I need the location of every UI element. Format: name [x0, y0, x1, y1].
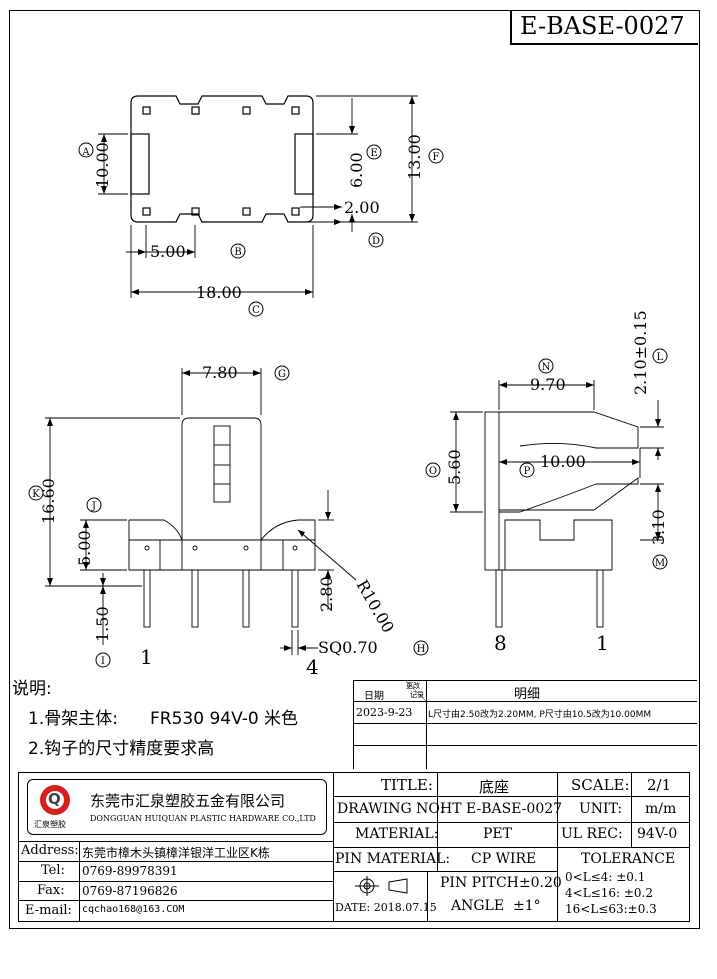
label-N: N: [542, 362, 551, 373]
company-name-cn: 东莞市汇泉塑胶五金有限公司: [90, 792, 286, 810]
pin-pitch: PIN PITCH±0.20: [440, 875, 562, 891]
dim-K: 16.60: [39, 478, 58, 524]
pin-material-label: PIN MATERIAL:: [335, 851, 451, 867]
tolerance-label: TOLERANCE: [581, 851, 676, 867]
tolerance-3: 16<L≤63:±0.3: [565, 902, 657, 916]
ul-value: 94V-0: [637, 826, 678, 842]
drawing-border: [9, 10, 700, 929]
label-J: J: [91, 501, 96, 512]
pin-number-last: 4: [306, 655, 319, 679]
dim-I: 1.50: [93, 606, 112, 642]
scale-value: 2/1: [647, 776, 672, 794]
dim-O: 5.60: [445, 449, 464, 485]
label-E: E: [370, 148, 377, 159]
dim-M: 3.10: [649, 509, 668, 545]
pin-number-first: 1: [140, 645, 153, 669]
pin-number-right: 1: [596, 631, 609, 655]
scale-label: SCALE:: [571, 776, 630, 794]
email-value: cqchao168@163.COM: [82, 904, 185, 915]
revision-row-date: 2023-9-23: [356, 706, 413, 719]
material-label: MATERIAL:: [355, 826, 439, 842]
projection-symbol: [355, 876, 408, 896]
revision-table: 日期 更改 记录 明细 2023-9-23 L尺寸由2.50改为2.20MM, …: [353, 680, 697, 769]
angle-value: ±1°: [513, 898, 541, 914]
revision-col-change-bottom: 记录: [410, 691, 424, 699]
label-P: P: [524, 466, 531, 477]
title-block: Q 汇泉塑胶 东莞市汇泉塑胶五金有限公司 DONGGUAN HUIQUAN PL…: [18, 772, 690, 922]
dim-D: 2.00: [344, 198, 380, 217]
label-C: C: [252, 305, 260, 316]
label-A: A: [81, 147, 90, 158]
fax-value: 0769-87196826: [82, 884, 178, 898]
dim-E: 6.00: [347, 152, 366, 188]
date-value: DATE: 2018.07.15: [335, 901, 437, 914]
dim-F: 13.00: [405, 134, 424, 180]
label-G: G: [278, 369, 286, 380]
dim-G: 7.80: [202, 363, 238, 382]
revision-col-detail: 明细: [514, 687, 541, 702]
dim-A: 10.00: [93, 142, 112, 188]
label-I: I: [101, 656, 105, 667]
notes-line2: 2.钩子的尺寸精度要求高: [28, 739, 215, 759]
label-B: B: [234, 247, 241, 258]
email-label: E-mail:: [25, 903, 72, 918]
fax-label: Fax:: [37, 883, 65, 898]
revision-col-date: 日期: [364, 691, 384, 702]
revision-row-detail: L尺寸由2.50改为2.20MM, P尺寸由10.5改为10.00MM: [428, 710, 652, 720]
label-L: L: [657, 352, 664, 363]
dim-J: 5.00: [75, 530, 94, 566]
notes-title: 说明:: [12, 679, 52, 699]
ul-label: UL REC:: [561, 826, 623, 842]
logo-text: 汇泉塑胶: [34, 820, 66, 829]
dim-radius: R10.00: [353, 577, 398, 637]
pin-material-value: CP WIRE: [471, 851, 537, 867]
logo-letter: Q: [48, 790, 61, 808]
revision-col-change-top: 更改: [406, 682, 420, 690]
title-value: 底座: [479, 778, 510, 796]
label-M: M: [655, 558, 665, 569]
notes-line1-value: FR530 94V-0 米色: [150, 709, 299, 729]
notes-line1-label: 1.骨架主体:: [28, 709, 118, 729]
angle-label: ANGLE: [451, 898, 505, 914]
dim-L: 2.10±0.15: [631, 310, 650, 395]
drawing-id: E-BASE-0027: [520, 12, 685, 40]
drawing-no-value: HT E-BASE-0027: [440, 801, 563, 817]
dim-P: 10.00: [540, 452, 586, 471]
tel-value: 0769-89978391: [82, 864, 178, 878]
company-box: Q 汇泉塑胶 东莞市汇泉塑胶五金有限公司 DONGGUAN HUIQUAN PL…: [27, 779, 327, 835]
tolerance-2: 4<L≤16: ±0.2: [565, 886, 653, 900]
unit-label: UNIT:: [579, 801, 623, 817]
label-O: O: [429, 466, 437, 477]
dim-B: 5.00: [150, 242, 186, 261]
drawing-id-box: E-BASE-0027: [510, 10, 698, 45]
dim-pin: 2.80: [317, 576, 336, 612]
label-D: D: [372, 236, 380, 247]
material-value: PET: [483, 826, 512, 842]
unit-value: m/m: [645, 801, 677, 817]
tel-label: Tel:: [41, 863, 65, 878]
dim-C: 18.00: [196, 283, 242, 302]
title-label: TITLE:: [381, 776, 433, 794]
label-H: H: [417, 644, 426, 655]
label-F: F: [433, 152, 440, 163]
address-label: Address:: [21, 843, 79, 858]
dim-sq: SQ0.70: [318, 638, 378, 657]
pin-number-left: 8: [494, 631, 507, 655]
label-K: K: [32, 489, 40, 500]
drawing-no-label: DRAWING NO:: [337, 801, 445, 817]
dim-N: 9.70: [530, 375, 566, 394]
address-value: 东莞市樟木头镇樟洋银洋工业区K栋: [82, 846, 270, 860]
tolerance-1: 0<L≤4: ±0.1: [565, 870, 646, 884]
company-name-en: DONGGUAN HUIQUAN PLASTIC HARDWARE CO.,LT…: [90, 814, 316, 823]
company-logo: Q: [40, 785, 70, 815]
technical-drawing: A 10.00 6.00 E 13.00 F 2.00 D 5.00 B 18.…: [28, 95, 668, 679]
